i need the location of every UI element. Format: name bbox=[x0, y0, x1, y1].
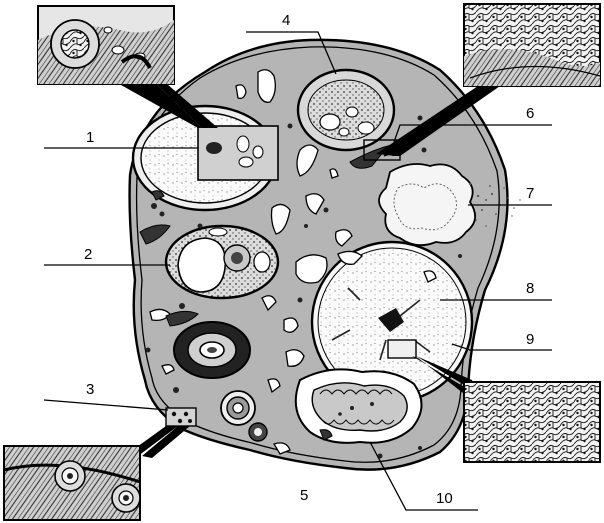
label-6: 6 bbox=[526, 105, 534, 122]
structure-4-follicle bbox=[298, 70, 394, 150]
leader-3 bbox=[44, 400, 168, 410]
label-10: 10 bbox=[436, 490, 453, 507]
label-2: 2 bbox=[84, 246, 92, 263]
label-9: 9 bbox=[526, 331, 534, 348]
structure-2-follicle bbox=[166, 226, 278, 298]
label-4: 4 bbox=[282, 12, 290, 29]
label-3: 3 bbox=[86, 381, 94, 398]
structure-10-corpus-albicans bbox=[296, 369, 422, 443]
inset-top-left bbox=[38, 6, 218, 128]
label-7: 7 bbox=[526, 185, 534, 202]
inset-bottom-left bbox=[4, 426, 190, 520]
primordial-follicles-box bbox=[166, 408, 196, 426]
label-1: 1 bbox=[86, 129, 94, 146]
follicle-dark-ring bbox=[174, 322, 250, 378]
follicle-small-ring bbox=[221, 391, 255, 425]
label-8: 8 bbox=[526, 280, 534, 297]
follicle-tiny-ring bbox=[249, 423, 267, 441]
label-5: 5 bbox=[300, 487, 308, 504]
